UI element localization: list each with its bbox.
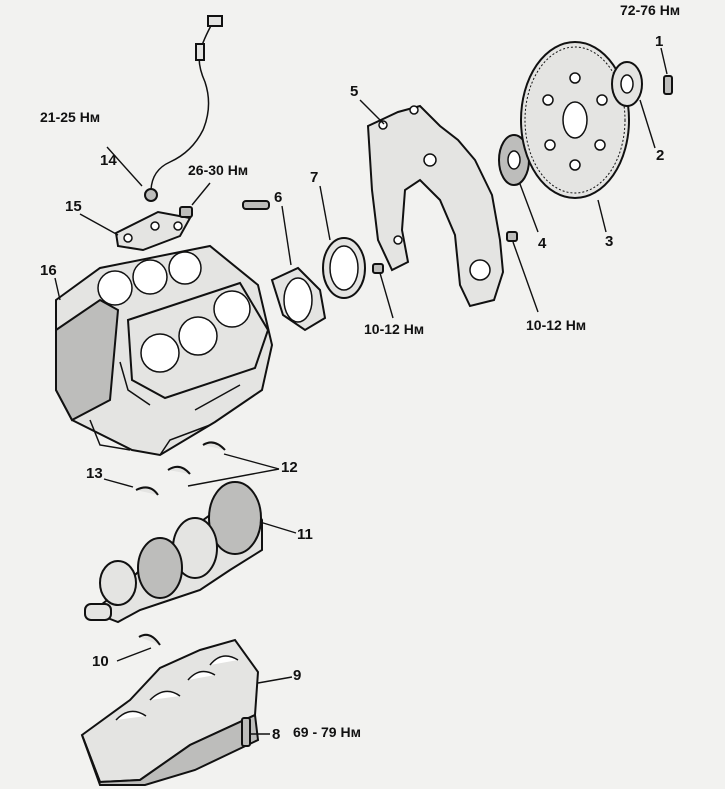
flywheel-bolt xyxy=(663,75,673,95)
bearing-shell xyxy=(138,633,161,646)
bearing-shell xyxy=(202,441,226,451)
callout-3: 3 xyxy=(605,233,614,250)
spacer-plate xyxy=(611,61,643,107)
seal-housing xyxy=(270,266,327,332)
callout-2: 2 xyxy=(656,147,665,164)
callout-8: 8 xyxy=(272,726,281,743)
bracket-bolt xyxy=(179,206,193,218)
bracket xyxy=(114,210,192,252)
callout-6: 6 xyxy=(274,189,283,206)
torque-bearing-cap-bolt: 69 - 79 Нм xyxy=(293,724,361,740)
oil-seal xyxy=(322,237,366,299)
callout-16: 16 xyxy=(40,262,57,279)
bearing-cap-frame xyxy=(80,638,260,786)
dowel-pin xyxy=(242,200,270,210)
callout-5: 5 xyxy=(350,83,359,100)
callout-15: 15 xyxy=(65,198,82,215)
plate-bolt-left xyxy=(372,263,384,274)
sensor-cable xyxy=(144,15,223,202)
callout-12: 12 xyxy=(281,459,298,476)
callout-1: 1 xyxy=(655,33,664,50)
callout-13: 13 xyxy=(86,465,103,482)
torque-flywheel-bolt: 72-76 Нм xyxy=(620,2,681,18)
leader-lines xyxy=(54,47,668,735)
torque-plate-bolt-left: 10-12 Нм xyxy=(364,321,425,337)
bearing-shell xyxy=(167,465,191,475)
crankshaft xyxy=(84,481,263,624)
callout-7: 7 xyxy=(310,169,319,186)
cylinder-block xyxy=(55,244,274,457)
bearing-shell xyxy=(135,486,159,496)
callout-11: 11 xyxy=(297,526,313,543)
adapter-plate xyxy=(498,134,530,186)
cap-bolt xyxy=(241,717,251,747)
callout-10: 10 xyxy=(92,653,109,670)
torque-bracket-bolt: 26-30 Нм xyxy=(188,162,249,178)
callout-4: 4 xyxy=(538,235,547,252)
rear-plate xyxy=(366,104,505,308)
torque-sensor: 21-25 Нм xyxy=(40,109,101,125)
torque-plate-bolt-right: 10-12 Нм xyxy=(526,317,587,333)
callout-9: 9 xyxy=(293,667,302,684)
flywheel xyxy=(520,41,630,199)
plate-bolt-right xyxy=(506,231,518,242)
callout-14: 14 xyxy=(100,152,117,169)
